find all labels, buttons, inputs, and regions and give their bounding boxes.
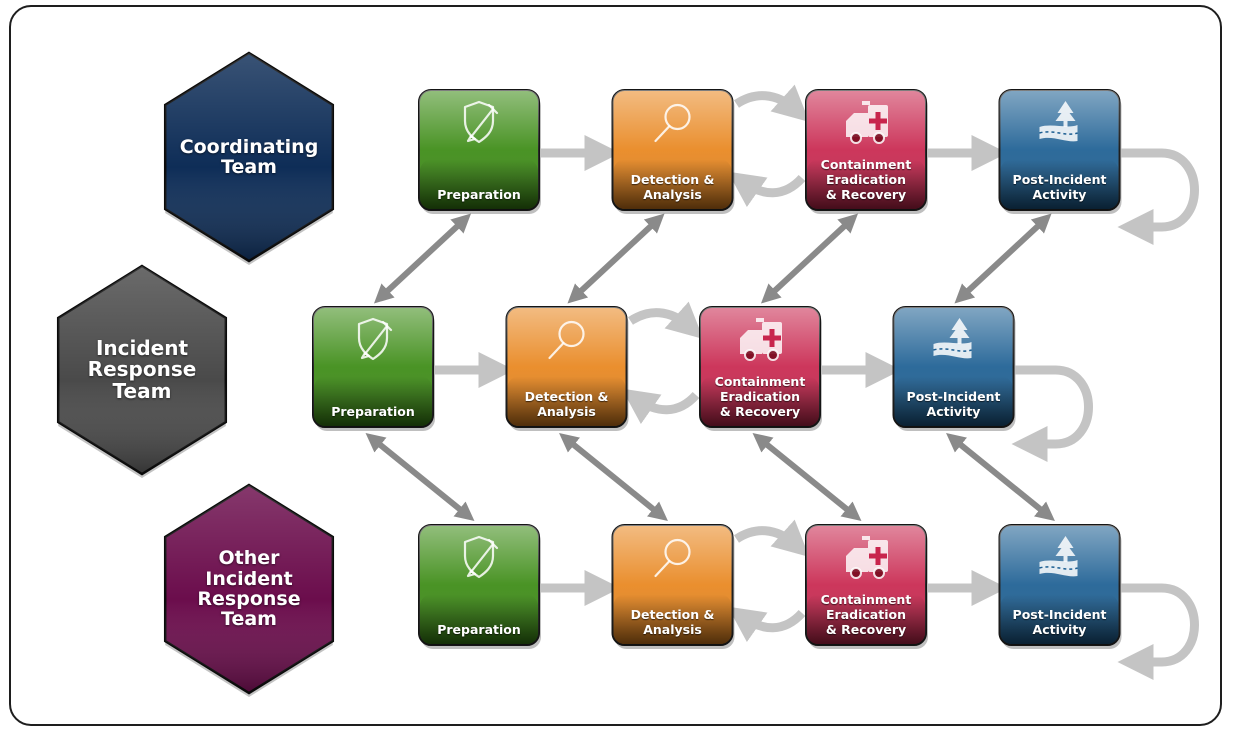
loop-arrow xyxy=(1117,148,1199,245)
phase-label-detection: Detection & Analysis xyxy=(630,607,715,637)
ambulance-icon xyxy=(740,318,782,361)
phase-tile-containment xyxy=(805,524,928,649)
phase-tile-post-incident xyxy=(998,89,1122,214)
shield-pen-icon xyxy=(357,317,393,361)
phase-label-post-incident: Post-Incident Activity xyxy=(906,389,1001,419)
ambulance-icon xyxy=(846,536,888,579)
team-link-arrow xyxy=(946,432,1055,522)
cycle-arrow-back xyxy=(727,171,806,208)
phase-tile-detection xyxy=(611,524,735,649)
phase-flow-arrows xyxy=(435,84,1199,680)
shield-pen-icon xyxy=(463,100,499,144)
phase-label-post-incident: Post-Incident Activity xyxy=(1012,607,1107,637)
team-hexagon-coordinating xyxy=(163,51,335,265)
team-label-incident-response: Incident Response Team xyxy=(87,335,197,403)
team-label-coordinating: Coordinating Team xyxy=(179,135,319,178)
phase-label-containment: Containment Eradication & Recovery xyxy=(820,592,912,637)
magnifier-icon xyxy=(654,103,691,143)
team-link-arrow xyxy=(559,432,668,522)
cycle-arrow-forward xyxy=(628,301,704,340)
phase-tile-post-incident xyxy=(998,524,1122,649)
team-hexagon-incident-response xyxy=(56,264,228,478)
phase-label-detection: Detection & Analysis xyxy=(630,172,715,202)
loop-arrow xyxy=(1117,583,1199,680)
team-link-arrow xyxy=(760,213,859,304)
road-tree-icon xyxy=(1039,101,1078,142)
phase-tile-preparation xyxy=(418,524,541,649)
road-tree-icon xyxy=(933,318,972,359)
ambulance-icon xyxy=(846,101,888,144)
loop-arrow xyxy=(1011,365,1093,462)
team-hexagon-other-incident-response xyxy=(163,483,335,697)
phase-label-preparation: Preparation xyxy=(331,404,415,419)
phase-tile-containment xyxy=(699,306,822,431)
cycle-arrow-forward xyxy=(734,84,810,123)
phase-tiles xyxy=(312,89,1122,649)
phase-tile-detection xyxy=(505,306,629,431)
team-link-arrow xyxy=(954,213,1052,304)
team-link-arrow xyxy=(365,432,475,522)
phase-tile-preparation xyxy=(418,89,541,214)
team-link-arrow xyxy=(567,213,665,304)
cross-team-links xyxy=(365,213,1055,522)
cycle-arrow-forward xyxy=(734,519,810,558)
phase-tile-post-incident xyxy=(892,306,1016,431)
phase-label-detection: Detection & Analysis xyxy=(524,389,609,419)
phase-label-preparation: Preparation xyxy=(437,187,521,202)
phase-label-containment: Containment Eradication & Recovery xyxy=(714,374,806,419)
road-tree-icon xyxy=(1039,536,1078,577)
phase-tile-preparation xyxy=(312,306,435,431)
cycle-arrow-back xyxy=(727,606,806,643)
phase-label-containment: Containment Eradication & Recovery xyxy=(820,157,912,202)
phase-tile-containment xyxy=(805,89,928,214)
magnifier-icon xyxy=(654,538,691,578)
phase-label-post-incident: Post-Incident Activity xyxy=(1012,172,1107,202)
team-link-arrow xyxy=(752,432,862,522)
team-link-arrow xyxy=(373,213,472,304)
phase-tile-detection xyxy=(611,89,735,214)
team-hexagons xyxy=(56,51,335,697)
magnifier-icon xyxy=(548,320,585,360)
phase-label-preparation: Preparation xyxy=(437,622,521,637)
shield-pen-icon xyxy=(463,535,499,579)
team-label-other-incident-response: Other Incident Response Team xyxy=(197,547,301,631)
cycle-arrow-back xyxy=(621,388,700,425)
